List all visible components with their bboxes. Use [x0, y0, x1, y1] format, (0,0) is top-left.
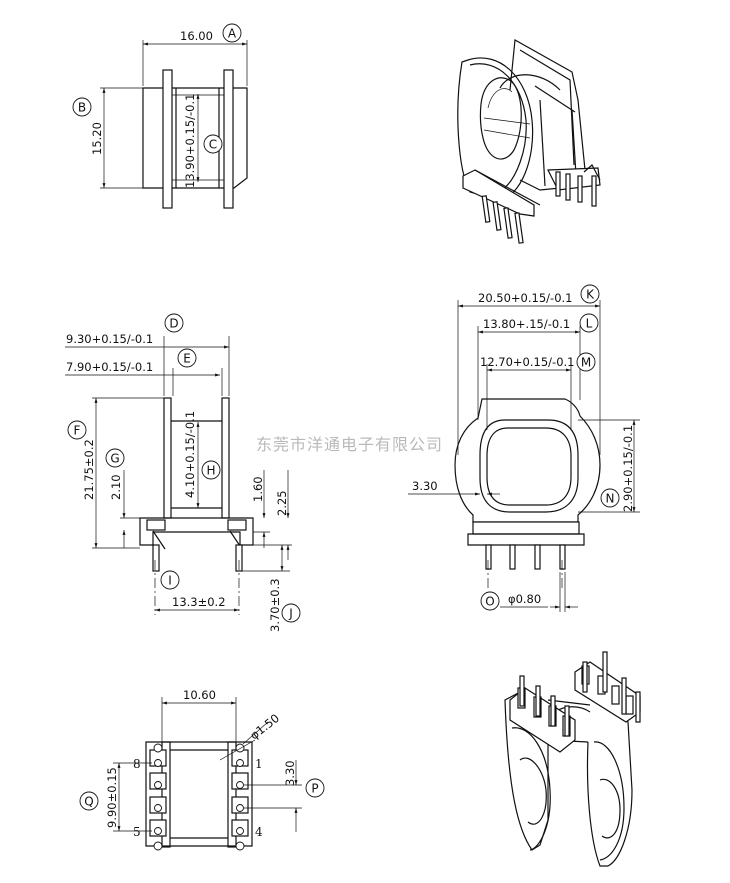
callout-j: J [281, 603, 301, 623]
dim-p-text: 3.30 [283, 760, 297, 786]
pin-view-bottom: 10.60 φ1.50 3.30 9.90±0.15 8 1 5 4 [105, 688, 302, 851]
callouts: A B C D E F G H I J K L M N O P Q [67, 23, 620, 811]
side-view-middle: 9.30+0.15/-0.1 7.90+0.15/-0.1 21.75±0.2 … [65, 332, 292, 632]
dim-2-25-text: 2.25 [275, 490, 289, 516]
svg-text:L: L [586, 317, 593, 331]
callout-h: H [201, 460, 221, 480]
dim-o-text: φ0.80 [508, 592, 541, 606]
dim-l-text: 13.80+.15/-0.1 [483, 317, 570, 331]
callout-l: L [579, 313, 599, 333]
dim-i-text: 13.3±0.2 [172, 595, 226, 609]
callout-e: E [177, 348, 197, 368]
dim-g-text: 2.10 [109, 474, 123, 500]
callout-n: N [600, 488, 620, 508]
callout-a: A [222, 23, 242, 43]
callout-c: C [203, 134, 223, 154]
company-watermark: 东莞市洋通电子有限公司 [256, 435, 443, 454]
callout-o: O [480, 591, 500, 611]
dim-b-text: 15.20 [90, 122, 104, 155]
callout-f: F [67, 420, 87, 440]
dim-3-30-text: 3.30 [412, 479, 438, 493]
pin-number-1: 1 [255, 757, 263, 771]
pin-number-5: 5 [133, 825, 141, 839]
dim-c-text: 13.90+0.15/-0.1 [183, 94, 197, 188]
isometric-view-bottom [504, 651, 641, 867]
svg-text:P: P [311, 782, 318, 796]
callout-p: P [305, 778, 325, 798]
svg-text:B: B [78, 101, 86, 115]
svg-text:K: K [586, 288, 595, 302]
pin-number-4: 4 [255, 825, 263, 839]
callout-i: I [160, 570, 180, 590]
callout-m: M [576, 352, 596, 372]
svg-text:D: D [169, 317, 178, 331]
svg-text:C: C [209, 138, 217, 152]
end-view-middle: 20.50+0.15/-0.1 13.80+.15/-0.1 12.70+0.1… [408, 291, 640, 612]
dim-1-60-text: 1.60 [251, 476, 265, 502]
dim-e-text: 7.90+0.15/-0.1 [66, 360, 153, 374]
svg-text:H: H [206, 464, 215, 478]
svg-text:M: M [581, 356, 591, 370]
svg-text:A: A [228, 27, 237, 41]
front-view-top: 16.00 15.20 13.90+0.15/-0.1 [90, 29, 248, 209]
svg-text:G: G [110, 452, 119, 466]
callout-g: G [105, 448, 125, 468]
dim-f-text: 21.75±0.2 [82, 439, 96, 500]
dim-j-text: 3.70±0.3 [268, 578, 282, 632]
dim-n-text: 2.90+0.15/-0.1 [621, 425, 635, 512]
dim-hole-text: φ1.50 [247, 711, 282, 742]
dim-m-text: 12.70+0.15/-0.1 [480, 355, 574, 369]
svg-text:I: I [168, 574, 172, 588]
dim-top-width-text: 10.60 [183, 688, 216, 702]
svg-text:N: N [606, 492, 615, 506]
callout-b: B [72, 97, 92, 117]
isometric-view-top [457, 39, 601, 244]
callout-k: K [580, 284, 600, 304]
svg-text:Q: Q [84, 795, 93, 809]
dim-q-text: 9.90±0.15 [105, 767, 119, 828]
callout-q: Q [79, 791, 99, 811]
dim-a-text: 16.00 [180, 29, 213, 43]
svg-text:J: J [288, 607, 293, 621]
left-pin-row [149, 743, 167, 851]
dim-d-text: 9.30+0.15/-0.1 [66, 332, 153, 346]
svg-text:O: O [485, 595, 494, 609]
right-pin-row [231, 743, 249, 851]
svg-text:F: F [74, 424, 81, 438]
dim-h-text: 4.10+0.15/-0.1 [183, 411, 197, 498]
callout-d: D [164, 313, 184, 333]
dim-k-text: 20.50+0.15/-0.1 [478, 291, 572, 305]
svg-text:E: E [183, 352, 191, 366]
pin-number-8: 8 [133, 757, 141, 771]
